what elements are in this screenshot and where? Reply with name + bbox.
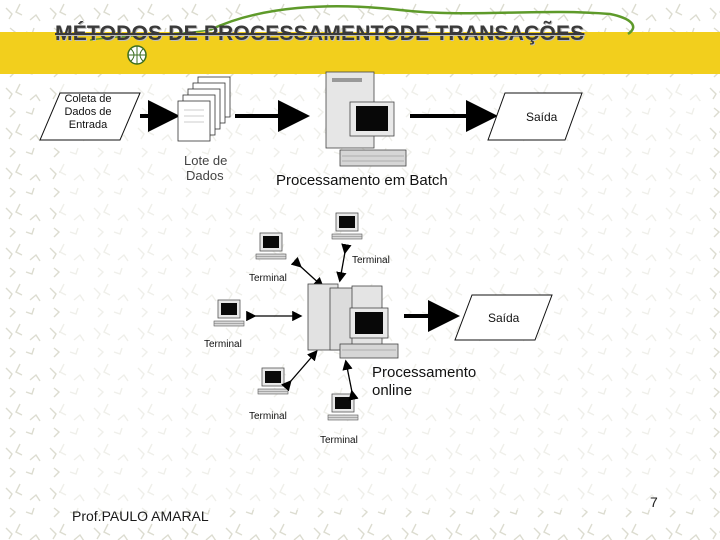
terminal-icon: [257, 367, 289, 395]
terminal-label: Terminal: [249, 411, 287, 422]
arrow-terminal: [280, 350, 318, 392]
terminal-label: Terminal: [249, 273, 287, 284]
online-output-parallelogram: [454, 294, 553, 341]
input-label: Coleta de Dados de Entrada: [64, 93, 112, 131]
arrow-terminal: [342, 359, 359, 401]
band-decoration: [89, 5, 635, 65]
terminal-icon: [255, 232, 287, 260]
arrow-terminal: [290, 256, 324, 288]
server-computer-icon: [307, 283, 399, 359]
page-number: 7: [650, 494, 658, 510]
slide-title: MÉTODOS DE PROCESSAMENTODE TRANSAÇÕES: [55, 22, 585, 45]
arrow-terminal: [336, 243, 352, 283]
terminal-label: Terminal: [352, 255, 390, 266]
title-band: [0, 32, 720, 74]
batch-output-label: Saída: [526, 110, 558, 124]
input-parallelogram: [39, 92, 141, 141]
lote-label: Lote de Dados: [184, 153, 228, 183]
document-stack-icon: [177, 76, 231, 142]
online-caption: Processamento online: [372, 364, 477, 399]
globe-icon: [127, 45, 147, 65]
batch-output-parallelogram: [487, 92, 583, 141]
batch-caption: Processamento em Batch: [276, 172, 448, 189]
terminal-label: Terminal: [204, 339, 242, 350]
author-name: Prof.PAULO AMARAL: [72, 508, 209, 524]
mainframe-computer-icon: [325, 71, 407, 167]
terminal-icon: [213, 299, 245, 327]
terminal-label: Terminal: [320, 435, 358, 446]
terminal-icon: [331, 212, 363, 240]
online-output-label: Saída: [488, 311, 520, 325]
terminal-icon: [327, 393, 359, 421]
